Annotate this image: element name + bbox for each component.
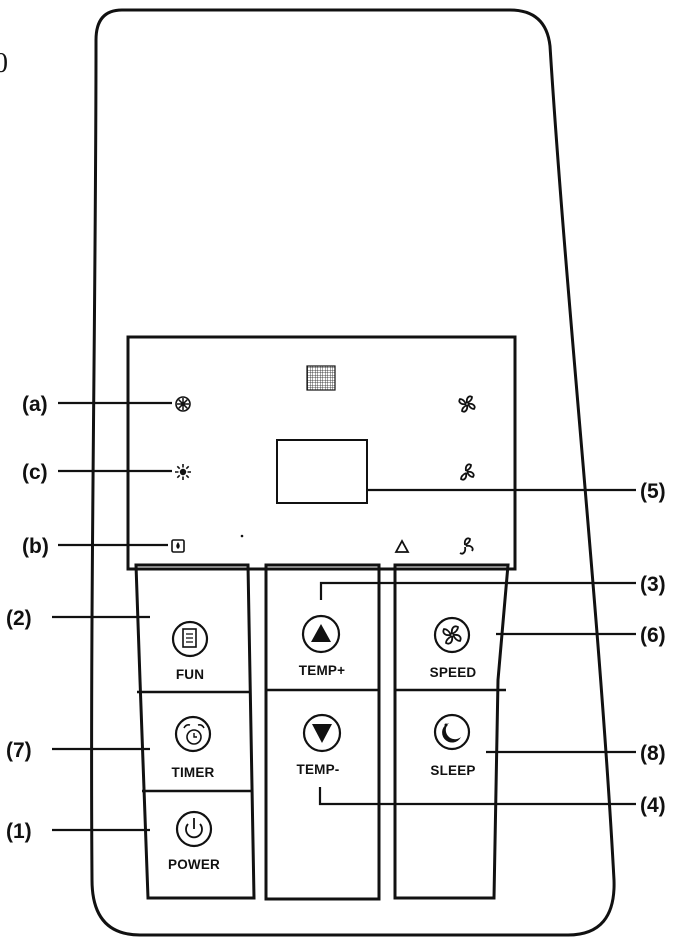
callout-7: (7) [6,739,32,762]
up-arrow-icon [311,624,331,642]
callout-b: (b) [22,535,49,558]
warning-triangle-icon [394,539,410,553]
power-label: POWER [168,857,220,872]
temp-down-button[interactable]: TEMP- [297,713,342,777]
speed-label: SPEED [430,665,477,680]
lcd-display [126,335,517,571]
snowflake-icon [175,396,191,412]
power-button[interactable]: POWER [168,810,220,872]
timer-button[interactable]: TIMER [172,715,215,780]
right-button-panel [393,563,510,900]
page-marker: 0 [0,48,8,79]
sun-icon [175,464,191,480]
temperature-readout-box [276,439,368,504]
callout-5: (5) [640,480,666,503]
remote-body [90,8,616,937]
callout-6: (6) [640,624,666,647]
fun-button[interactable]: FUN [171,620,209,682]
temp-up-label: TEMP+ [299,663,345,678]
speed-button[interactable]: SPEED [430,616,477,680]
down-arrow-icon [312,724,332,743]
middle-button-panel [264,563,381,901]
callout-1: (1) [6,820,32,843]
callout-a: (a) [22,393,48,416]
callout-3: (3) [640,573,666,596]
callout-lines [52,401,636,832]
fan-icon [442,625,462,645]
fun-document-icon [182,628,197,648]
sleep-button[interactable]: SLEEP [430,713,475,778]
temp-down-label: TEMP- [297,762,340,777]
power-icon [185,818,203,839]
callout-2: (2) [6,607,32,630]
fan-low-icon [459,537,474,555]
timer-clock-icon [183,724,205,745]
fan-high-icon [458,395,476,413]
grid-icon [306,365,336,391]
sleep-moon-icon [240,534,254,550]
moon-icon [442,723,461,743]
dehumidify-icon [171,539,185,553]
fun-label: FUN [176,667,204,682]
callout-4: (4) [640,794,666,817]
temp-up-button[interactable]: TEMP+ [299,614,345,678]
callout-c: (c) [22,461,48,484]
callout-8: (8) [640,742,666,765]
fan-medium-icon [460,463,475,481]
left-button-panel [134,563,256,900]
timer-label: TIMER [172,765,215,780]
sleep-label: SLEEP [430,763,475,778]
